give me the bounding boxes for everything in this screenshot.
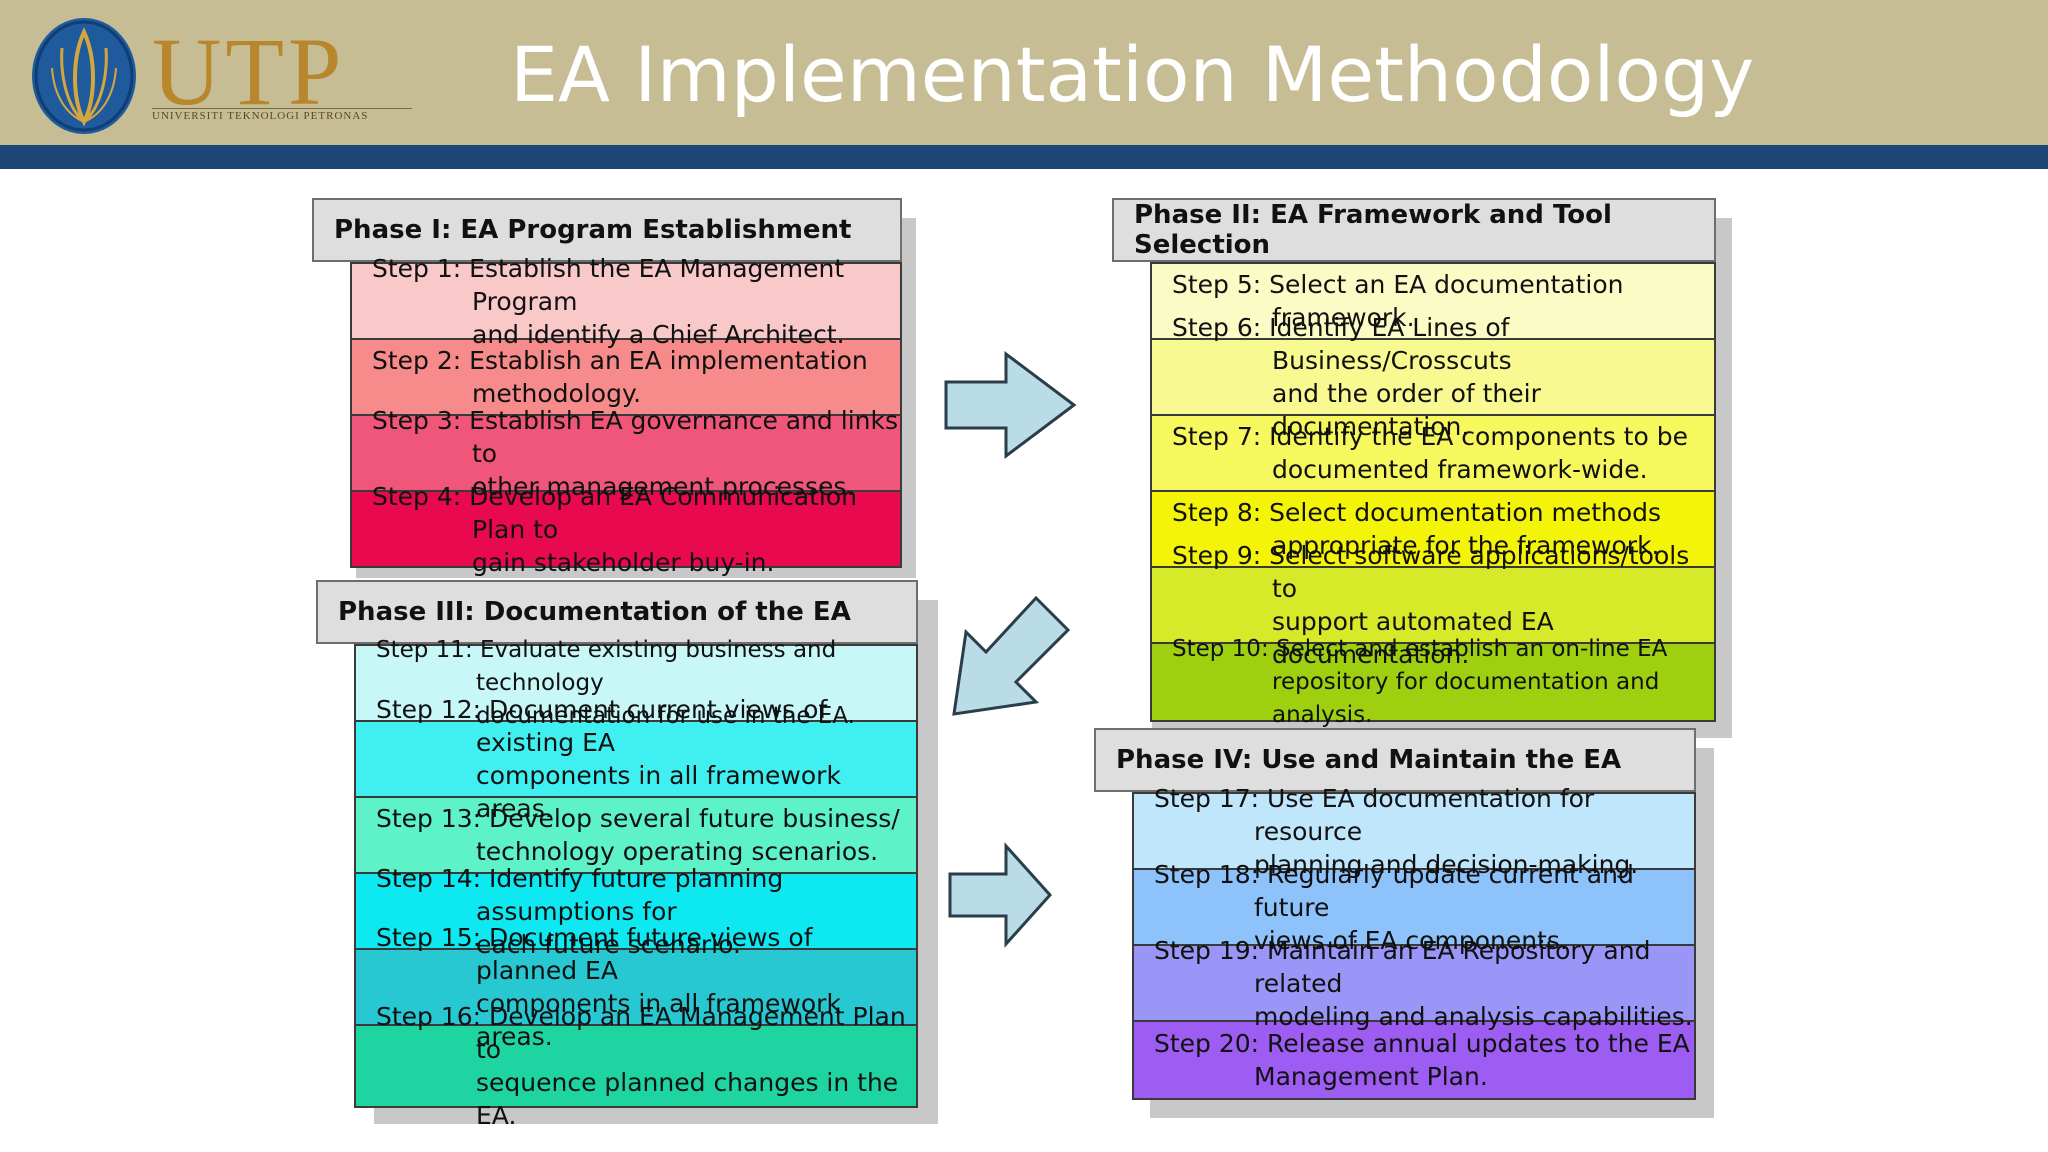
step-2-text: Step 2: Establish an EA implementation m… <box>372 346 868 408</box>
step-16-text: Step 16: Develop an EA Management Plan t… <box>376 1002 906 1130</box>
phase-1-title: Phase I: EA Program Establishment <box>312 198 902 262</box>
step-20-text: Step 20: Release annual updates to the E… <box>1154 1029 1690 1091</box>
step-6-text: Step 6: Identify EA Lines of Business/Cr… <box>1172 313 1541 441</box>
step-7-text: Step 7: Identify the EA components to be… <box>1172 422 1688 484</box>
phase-2-steps: Step 5: Select an EA documentation frame… <box>1150 262 1716 728</box>
step-19-text: Step 19: Maintain an EA Repository and r… <box>1154 935 1693 1031</box>
step-8-text: Step 8: Select documentation methods app… <box>1172 498 1662 560</box>
step-3: Step 3: Establish EA governance and link… <box>352 406 900 501</box>
step-19: Step 19: Maintain an EA Repository and r… <box>1134 936 1694 1031</box>
step-18-text: Step 18: Regularly update current and fu… <box>1154 859 1634 955</box>
phase-3-steps: Step 11: Evaluate existing business and … <box>354 637 918 1130</box>
arrow-right-icon <box>944 351 1077 459</box>
header-accent-bar <box>0 145 2048 169</box>
step-17-text: Step 17: Use EA documentation for resour… <box>1154 783 1639 879</box>
arrow-right-icon-2 <box>948 842 1053 948</box>
logo-divider <box>152 108 412 109</box>
phase-4-steps: Step 17: Use EA documentation for resour… <box>1132 784 1696 1100</box>
utp-logo: UTP UNIVERSITI TEKNOLOGI PETRONAS <box>32 18 412 138</box>
step-14: Step 14: Identify future planning assump… <box>356 864 916 959</box>
step-8: Step 8: Select documentation methods app… <box>1152 492 1714 568</box>
phase-1-steps: Step 1: Establish the EA Management Prog… <box>350 254 902 577</box>
step-14-text: Step 14: Identify future planning assump… <box>376 863 784 959</box>
step-17: Step 17: Use EA documentation for resour… <box>1134 784 1694 879</box>
slide-title: EA Implementation Methodology <box>510 30 1755 119</box>
step-7: Step 7: Identify the EA components to be… <box>1152 416 1714 492</box>
step-10-text: Step 10: Select and establish an on-line… <box>1172 635 1668 728</box>
step-13: Step 13: Develop several future business… <box>356 798 916 874</box>
phase-2: Phase II: EA Framework and Tool Selectio… <box>1112 198 1732 738</box>
step-16: Step 16: Develop an EA Management Plan t… <box>356 1002 916 1130</box>
phase-3: Phase III: Documentation of the EA Step … <box>316 580 938 1130</box>
step-11-text: Step 11: Evaluate existing business and … <box>376 636 855 729</box>
step-6: Step 6: Identify EA Lines of Business/Cr… <box>1152 313 1714 441</box>
step-20: Step 20: Release annual updates to the E… <box>1134 1022 1694 1098</box>
step-9: Step 9: Select software applications/too… <box>1152 541 1714 669</box>
slide-header: UTP UNIVERSITI TEKNOLOGI PETRONAS EA Imp… <box>0 0 2048 145</box>
utp-emblem-icon <box>32 18 136 134</box>
arrow-down-left-icon <box>952 595 1071 716</box>
step-12: Step 12: Document current views of exist… <box>356 695 916 823</box>
step-1: Step 1: Establish the EA Management Prog… <box>352 254 900 349</box>
phase-4-title: Phase IV: Use and Maintain the EA <box>1094 728 1696 792</box>
step-5-text: Step 5: Select an EA documentation frame… <box>1172 270 1624 332</box>
step-13-text: Step 13: Develop several future business… <box>376 804 900 866</box>
step-4-text: Step 4: Develop an EA Communication Plan… <box>372 481 858 577</box>
logo-subtitle: UNIVERSITI TEKNOLOGI PETRONAS <box>152 110 369 122</box>
step-18: Step 18: Regularly update current and fu… <box>1134 860 1694 955</box>
step-1-text: Step 1: Establish the EA Management Prog… <box>372 253 845 349</box>
logo-wordmark: UTP <box>152 18 346 125</box>
step-4: Step 4: Develop an EA Communication Plan… <box>352 482 900 577</box>
step-10: Step 10: Select and establish an on-line… <box>1152 636 1714 728</box>
step-5: Step 5: Select an EA documentation frame… <box>1152 264 1714 340</box>
step-11: Step 11: Evaluate existing business and … <box>356 637 916 729</box>
step-15: Step 15: Document future views of planne… <box>356 923 916 1051</box>
phase-1: Phase I: EA Program Establishment Step 1… <box>312 198 922 578</box>
step-3-text: Step 3: Establish EA governance and link… <box>372 405 898 501</box>
step-2: Step 2: Establish an EA implementation m… <box>352 340 900 416</box>
step-15-text: Step 15: Document future views of planne… <box>376 923 841 1051</box>
phase-3-title: Phase III: Documentation of the EA <box>316 580 918 644</box>
step-9-text: Step 9: Select software applications/too… <box>1172 541 1690 669</box>
step-12-text: Step 12: Document current views of exist… <box>376 695 841 823</box>
phase-4: Phase IV: Use and Maintain the EA Step 1… <box>1094 728 1714 1118</box>
phase-2-title: Phase II: EA Framework and Tool Selectio… <box>1112 198 1716 262</box>
